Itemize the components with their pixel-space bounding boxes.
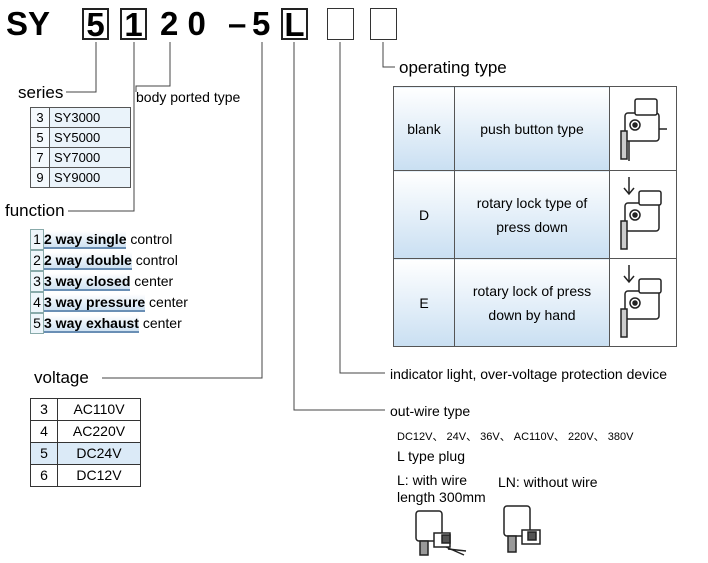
function-line bbox=[68, 42, 135, 212]
code-operating-box bbox=[370, 8, 397, 40]
code-voltage-digit: 5 bbox=[252, 5, 271, 42]
with-wire-label: L: with wire bbox=[397, 472, 468, 488]
rotary-lock-by-hand-valve-icon bbox=[609, 258, 677, 347]
body-ported-label: body ported type bbox=[136, 89, 241, 105]
code-body-digits: 2 0 bbox=[160, 5, 206, 42]
code-wire-letter: L bbox=[281, 8, 308, 41]
operating-desc: push button type bbox=[454, 86, 610, 171]
operating-type-table: blank push button type D rotary lock typ… bbox=[393, 86, 677, 347]
without-wire-label: LN: without wire bbox=[498, 474, 598, 490]
plug-without-wire-icon bbox=[503, 505, 541, 553]
body-ported-line bbox=[135, 42, 171, 92]
plug-with-wire-icon bbox=[415, 510, 467, 556]
code-prefix: SY bbox=[6, 5, 51, 42]
wire-length-label: length 300mm bbox=[397, 489, 486, 505]
indicator-line bbox=[339, 42, 385, 374]
operating-code: E bbox=[393, 258, 455, 347]
operating-code: D bbox=[393, 170, 455, 259]
push-button-valve-icon bbox=[609, 86, 677, 171]
voltage-line bbox=[102, 42, 263, 379]
out-wire-label: out-wire type bbox=[390, 403, 471, 419]
operating-type-label: operating type bbox=[399, 58, 507, 77]
operating-row: blank push button type bbox=[393, 86, 677, 171]
plug-type-label: L type plug bbox=[397, 448, 465, 464]
out-wire-voltages: DC12V、 24V、 36V、 AC110V、 220V、 380V bbox=[397, 431, 634, 443]
indicator-label: indicator light, over-voltage protection… bbox=[390, 366, 668, 382]
code-series-digit: 5 bbox=[82, 8, 109, 41]
code-function-digit: 1 bbox=[120, 8, 147, 41]
operating-type-line bbox=[382, 42, 395, 68]
rotary-lock-press-down-valve-icon bbox=[609, 170, 677, 259]
series-label: series bbox=[18, 83, 64, 102]
voltage-label: voltage bbox=[34, 368, 89, 387]
out-wire-line bbox=[293, 42, 385, 411]
function-label: function bbox=[5, 201, 65, 220]
code-indicator-box bbox=[327, 8, 354, 40]
operating-code: blank bbox=[393, 86, 455, 171]
code-separator: – bbox=[228, 5, 247, 42]
series-line bbox=[66, 42, 97, 93]
